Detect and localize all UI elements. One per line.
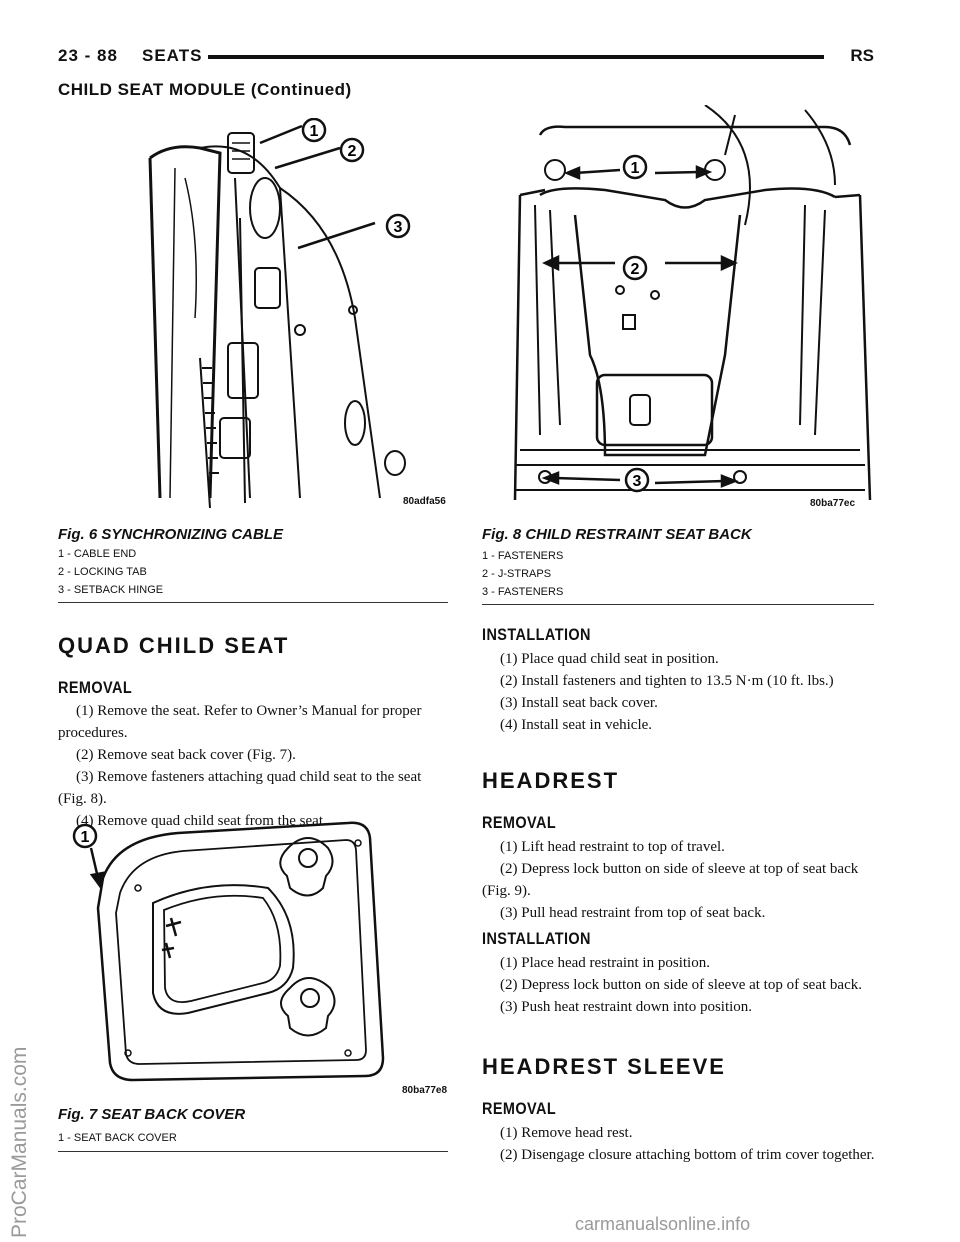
step: (2) Install fasteners and tighten to 13.…: [500, 673, 834, 689]
step: (4) Remove quad child seat from the seat…: [76, 813, 327, 829]
fig6-callout-1: 1: [310, 123, 319, 140]
sleeve-removal-steps: (1) Remove head rest. (2) Disengage clos…: [482, 1122, 877, 1166]
fig6-callout-3: 3: [394, 219, 403, 236]
headrest-removal-heading: REMOVAL: [482, 813, 557, 832]
step: (2) Depress lock button on side of sleev…: [482, 861, 859, 899]
step: (2) Depress lock button on side of sleev…: [500, 977, 862, 993]
header-rule: [208, 55, 824, 59]
headrest-removal-steps: (1) Lift head restraint to top of travel…: [482, 836, 877, 924]
step: (3) Install seat back cover.: [500, 695, 658, 711]
fig6-rule: [58, 602, 448, 603]
legend-item: 1 - FASTENERS: [482, 550, 564, 562]
headrest-installation-steps: (1) Place head restraint in position. (2…: [482, 952, 877, 1018]
step: (3) Remove fasteners attaching quad chil…: [58, 769, 422, 807]
fig8-callout-2: 2: [631, 261, 640, 278]
fig7-title: Fig. 7 SEAT BACK COVER: [58, 1106, 246, 1123]
quad-installation-steps: (1) Place quad child seat in position. (…: [482, 648, 877, 736]
step: (1) Place head restraint in position.: [500, 955, 710, 971]
step: (4) Install seat in vehicle.: [500, 717, 653, 733]
legend-item: 3 - FASTENERS: [482, 586, 564, 598]
headrest-sleeve-heading: HEADREST SLEEVE: [482, 1054, 726, 1079]
fig7-legend: 1 - SEAT BACK COVER: [58, 1129, 177, 1147]
step: (1) Remove the seat. Refer to Owner’s Ma…: [58, 703, 422, 741]
quad-installation-heading: INSTALLATION: [482, 625, 591, 644]
step: (2) Disengage closure attaching bottom o…: [500, 1147, 875, 1163]
step: (1) Lift head restraint to top of travel…: [500, 839, 725, 855]
step: (3) Push heat restraint down into positi…: [500, 999, 753, 1015]
page-header: 23 - 88 SEATS RS: [58, 40, 874, 80]
fig7-rule: [58, 1151, 448, 1152]
fig6-legend: 1 - CABLE END 2 - LOCKING TAB 3 - SETBAC…: [58, 545, 163, 599]
legend-item: 1 - CABLE END: [58, 548, 137, 560]
quad-removal-heading: REMOVAL: [58, 678, 133, 697]
sleeve-removal-heading: REMOVAL: [482, 1099, 557, 1118]
fig8-callout-1: 1: [631, 160, 640, 177]
fig8-callout-3: 3: [633, 473, 642, 490]
headrest-installation-heading: INSTALLATION: [482, 929, 591, 948]
fig7-callout-1: 1: [81, 829, 90, 846]
model-code: RS: [850, 46, 874, 65]
fig6-title: Fig. 6 SYNCHRONIZING CABLE: [58, 526, 284, 543]
step: (1) Place quad child seat in position.: [500, 651, 719, 667]
fig7-illustration: 1: [68, 818, 453, 1093]
fig6-code: 80adfa56: [403, 496, 446, 507]
legend-item: 2 - LOCKING TAB: [58, 566, 147, 578]
legend-item: 2 - J-STRAPS: [482, 568, 552, 580]
fig8-illustration: 1 2 3: [505, 105, 875, 510]
child-restraint-seat-back-drawing: 1 2 3: [513, 105, 872, 501]
step: (2) Remove seat back cover (Fig. 7).: [76, 747, 296, 763]
step: (1) Remove head rest.: [500, 1125, 633, 1141]
fig7-code: 80ba77e8: [402, 1085, 448, 1096]
section-name: SEATS: [142, 46, 203, 65]
fig6-callout-2: 2: [348, 143, 357, 160]
fig8-rule: [482, 604, 874, 605]
headrest-heading: HEADREST: [482, 768, 620, 793]
fig6-illustration: 1 2 3: [140, 118, 455, 508]
synchronizing-cable-drawing: 1 2 3: [148, 118, 411, 508]
fig8-legend: 1 - FASTENERS 2 - J-STRAPS 3 - FASTENERS: [482, 547, 563, 601]
fig8-code: 80ba77ec: [810, 498, 856, 509]
side-watermark: ProCarManuals.com: [8, 1046, 31, 1238]
page-number: 23 - 88: [58, 46, 118, 65]
legend-item: 3 - SETBACK HINGE: [58, 584, 164, 596]
continued-heading: CHILD SEAT MODULE (Continued): [58, 80, 352, 99]
quad-child-seat-heading: QUAD CHILD SEAT: [58, 633, 290, 658]
bottom-watermark: carmanualsonline.info: [575, 1214, 751, 1234]
fig8-title: Fig. 8 CHILD RESTRAINT SEAT BACK: [482, 526, 752, 543]
quad-removal-steps: (1) Remove the seat. Refer to Owner’s Ma…: [58, 700, 453, 832]
seat-back-cover-drawing: 1: [72, 821, 385, 1082]
step: (3) Pull head restraint from top of seat…: [500, 905, 766, 921]
legend-item: 1 - SEAT BACK COVER: [58, 1132, 177, 1144]
